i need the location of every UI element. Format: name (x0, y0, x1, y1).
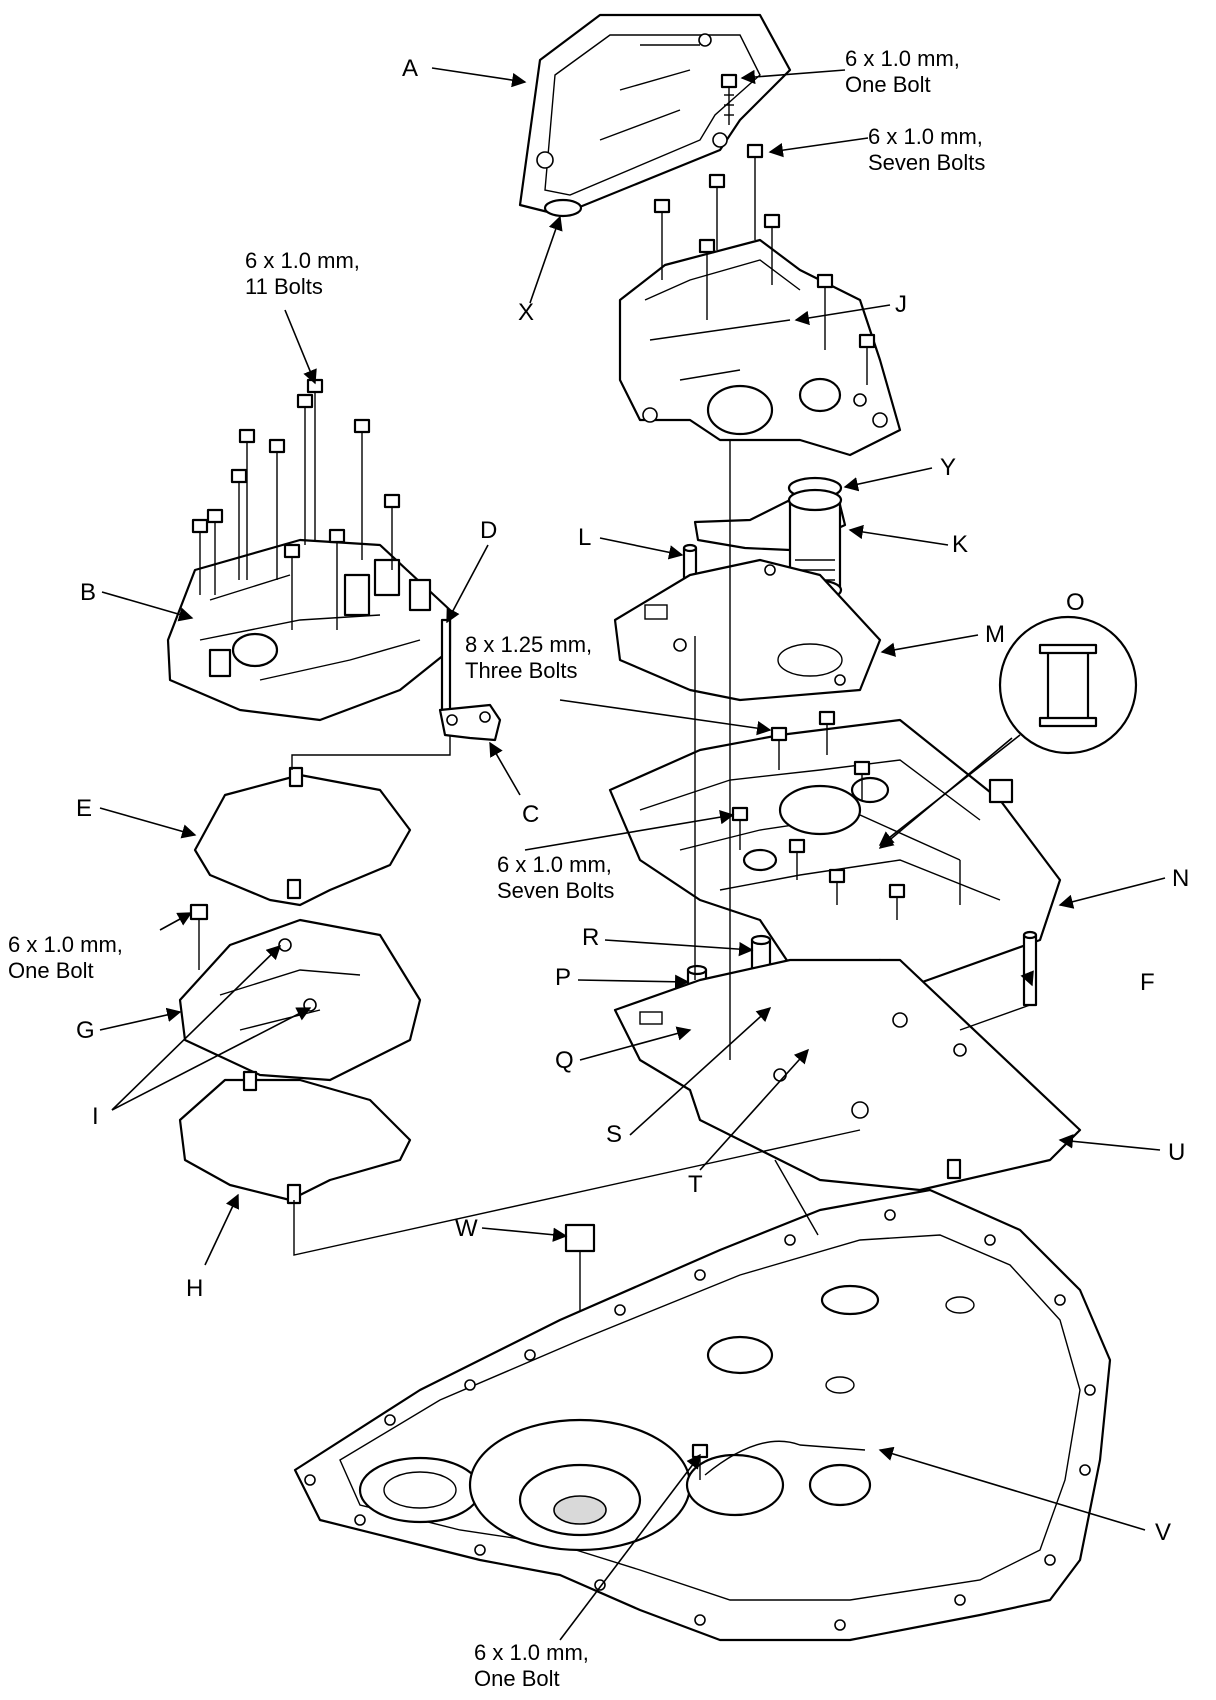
label-f: F (1140, 969, 1155, 996)
detail-circle-o (998, 615, 1138, 755)
part-m-plate (613, 558, 882, 702)
note-n-top-bolt-count: Three Bolts (465, 658, 578, 683)
label-d: D (480, 517, 497, 544)
o-ring-x (543, 198, 583, 218)
note-a-bolt-size: 6 x 1.0 mm, (845, 46, 960, 71)
label-m: M (985, 621, 1005, 648)
note-j-bolt-count: Seven Bolts (868, 150, 985, 175)
alignment-lines (291, 440, 1031, 1256)
bolts-n (731, 710, 906, 920)
bolt-g-one (189, 903, 209, 970)
bolt-a-one (720, 73, 738, 125)
label-q: Q (555, 1047, 574, 1074)
leader-lines (99, 67, 1166, 1641)
label-p: P (555, 964, 571, 991)
note-v-bolt-size: 6 x 1.0 mm, (474, 1640, 589, 1665)
part-b-body (166, 538, 452, 722)
part-j-valve-body (618, 238, 902, 457)
rod-d (440, 618, 452, 712)
note-n-mid-bolt-count: Seven Bolts (497, 878, 614, 903)
note-n-top-bolt-size: 8 x 1.25 mm, (465, 632, 592, 657)
bracket-c (438, 703, 502, 742)
bolts-j-seven (653, 143, 876, 385)
transmission-case (293, 1188, 1112, 1642)
part-a-cover (518, 13, 792, 217)
label-t: T (688, 1171, 703, 1198)
note-j-bolt-size: 6 x 1.0 mm, (868, 124, 983, 149)
note-b-bolt-count: 11 Bolts (245, 274, 323, 299)
pin-f (1022, 930, 1038, 1007)
bolts-b-eleven (191, 378, 401, 630)
part-e-plate (193, 766, 412, 907)
part-h-plate (178, 1070, 412, 1205)
label-w: W (455, 1215, 478, 1242)
note-g-bolt-size: 6 x 1.0 mm, (8, 932, 123, 957)
part-u-plate (613, 958, 1082, 1192)
bolt-notes: 6 x 1.0 mm, One Bolt 6 x 1.0 mm, Seven B… (8, 46, 985, 1691)
label-r: R (582, 924, 599, 951)
label-k: K (952, 531, 968, 558)
note-b-bolt-size: 6 x 1.0 mm, (245, 248, 360, 273)
label-b: B (80, 579, 96, 606)
label-e: E (76, 795, 92, 822)
label-s: S (606, 1121, 622, 1148)
label-y: Y (940, 454, 956, 481)
label-j: J (895, 291, 907, 318)
part-n-main-valve-body (608, 718, 1062, 992)
label-n: N (1172, 865, 1189, 892)
label-x: X (518, 299, 534, 326)
part-labels: A X J Y K L M O B D C E N R P F G Q I S … (76, 55, 1189, 1546)
label-g: G (76, 1017, 95, 1044)
label-h: H (186, 1275, 203, 1302)
label-o: O (1066, 589, 1085, 616)
label-u: U (1168, 1139, 1185, 1166)
label-l: L (578, 524, 591, 551)
label-i: I (92, 1103, 99, 1130)
label-v: V (1155, 1519, 1171, 1546)
note-v-bolt-count: One Bolt (474, 1666, 560, 1691)
note-a-bolt-count: One Bolt (845, 72, 931, 97)
label-a: A (402, 55, 418, 82)
label-c: C (522, 801, 539, 828)
note-n-mid-bolt-size: 6 x 1.0 mm, (497, 852, 612, 877)
note-g-bolt-count: One Bolt (8, 958, 94, 983)
